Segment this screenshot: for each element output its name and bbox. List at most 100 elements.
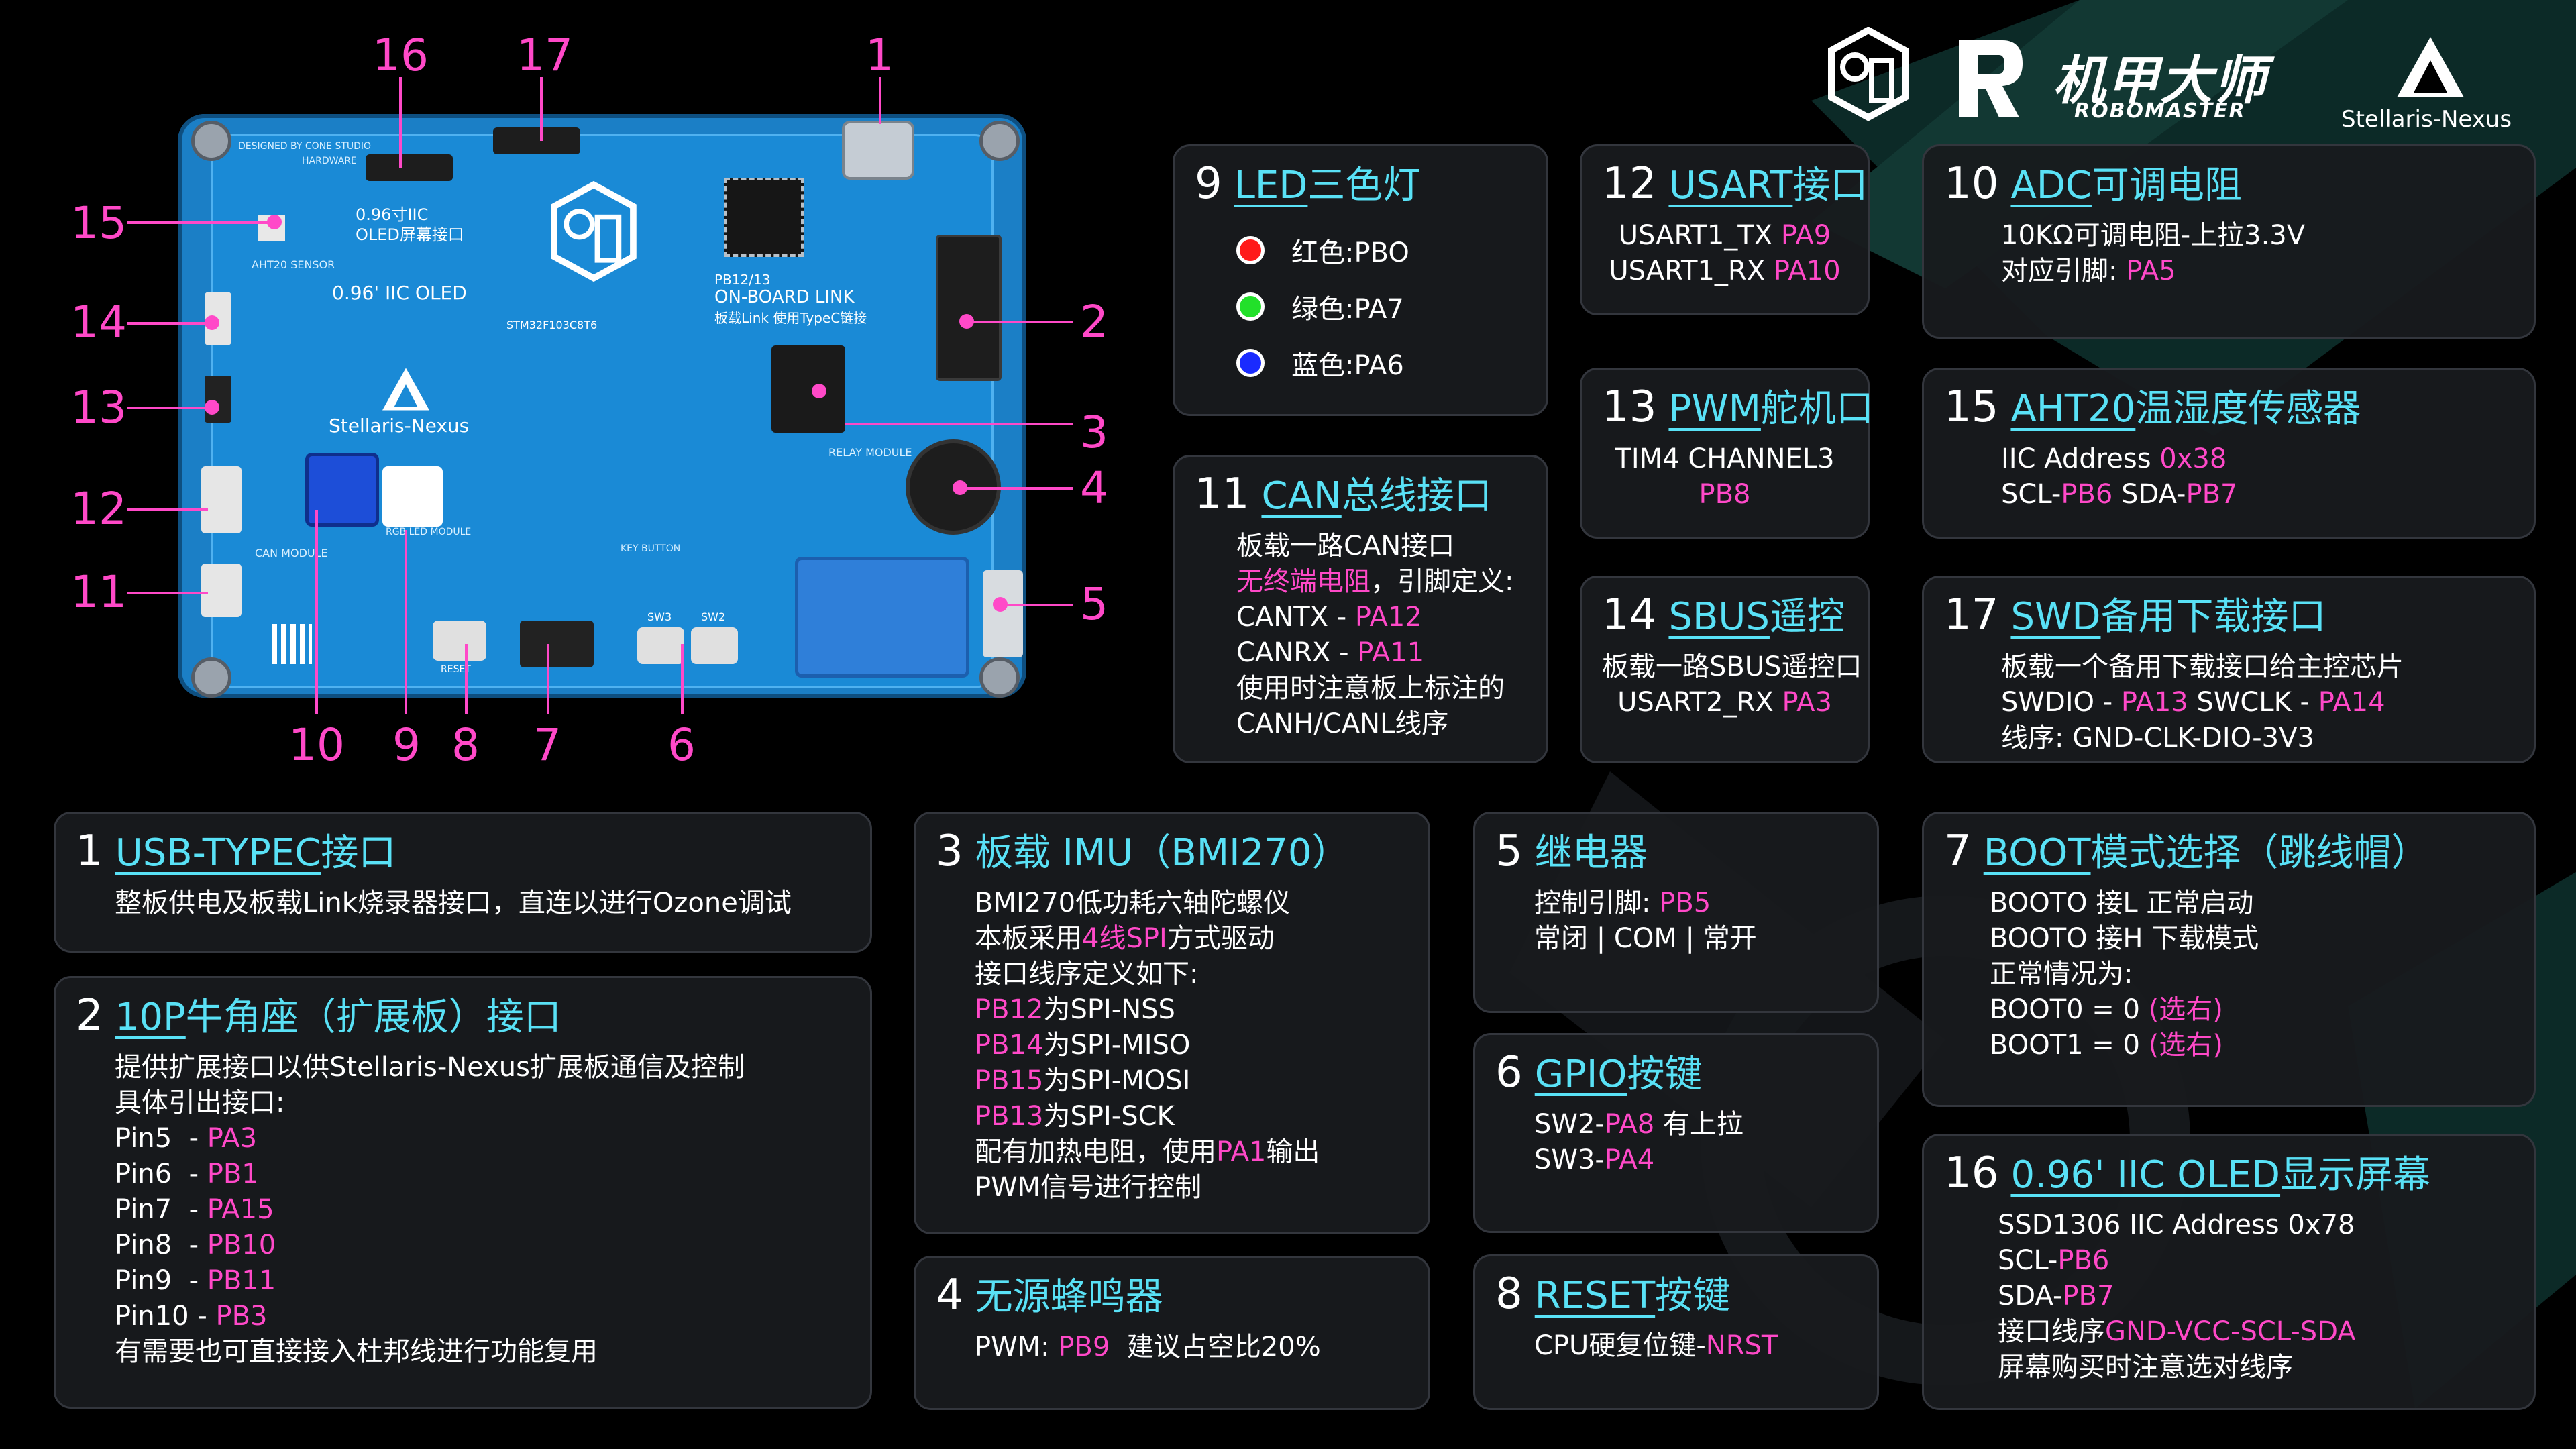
card-imu: 3 板载 IMU（BMI270） BMI270低功耗六轴陀螺仪 本板采用4线SP… — [914, 812, 1430, 1234]
rgb-led — [382, 466, 443, 527]
callout-2: 2 — [1080, 296, 1108, 347]
card-number: 3 — [936, 826, 963, 876]
callout-14: 14 — [70, 297, 127, 348]
card-line: 有需要也可直接接入杜邦线进行功能复用 — [115, 1336, 598, 1368]
callout-line-1 — [879, 77, 881, 124]
card-line: SW2-PA8 有上拉 — [1534, 1109, 1743, 1140]
card-number: 2 — [76, 991, 103, 1040]
callout-line-5 — [1000, 604, 1073, 606]
callout-line-2 — [966, 321, 1073, 323]
reset-button — [433, 621, 486, 661]
card-line: USART1_RX PA10 — [1609, 256, 1841, 287]
card-title: ADC可调电阻 — [2010, 164, 2242, 207]
callout-line-6 — [681, 644, 684, 714]
card-line: SDA-PB7 — [1998, 1281, 2114, 1312]
board-text-brand: Stellaris-Nexus — [329, 415, 470, 437]
callout-7: 7 — [533, 719, 561, 771]
imu-chip — [771, 345, 845, 433]
callout-dot-2 — [959, 314, 974, 329]
card-line: CANRX - PA11 — [1236, 637, 1425, 669]
can-connector — [201, 564, 241, 617]
card-relay: 5 继电器 控制引脚: PB5 常闭 | COM | 常开 — [1473, 812, 1879, 1013]
card-number: 15 — [1944, 382, 1999, 432]
spi-row: PB14为SPI-MISO — [975, 1030, 1191, 1061]
card-number: 8 — [1495, 1269, 1523, 1319]
card-title: USART接口 — [1668, 164, 1868, 207]
callout-5: 5 — [1080, 578, 1108, 630]
callout-8: 8 — [451, 719, 480, 771]
board-text-hw: HARDWARE — [302, 156, 357, 166]
brand-partner-text: Stellaris-Nexus — [2341, 106, 2512, 133]
card-line: SWDIO - PA13 SWCLK - PA14 — [2001, 687, 2385, 718]
card-can: 11 CAN总线接口 板载一路CAN接口 无终端电阻，引脚定义: CANTX -… — [1173, 455, 1548, 763]
spi-row: PB12为SPI-NSS — [975, 994, 1175, 1026]
screw-icon — [191, 657, 231, 698]
callout-13: 13 — [70, 382, 127, 433]
card-line: 线序: GND-CLK-DIO-3V3 — [2001, 722, 2314, 754]
callout-9: 9 — [392, 719, 421, 771]
card-sbus: 14 SBUS遥控 板载一路SBUS遥控口 USART2_RX PA3 — [1580, 576, 1870, 763]
card-line: USART2_RX PA3 — [1617, 687, 1832, 718]
brand-sub-text: ROBOMASTER — [2074, 99, 2246, 123]
card-line: 整板供电及板载Link烧录器接口，直连以进行Ozone调试 — [115, 888, 792, 919]
callout-dot-5 — [993, 597, 1008, 612]
board-text-sw3: SW3 — [647, 610, 672, 623]
card-title: GPIO按键 — [1534, 1053, 1703, 1096]
spi-row: PB15为SPI-MOSI — [975, 1065, 1191, 1097]
board-text-designed: DESIGNED BY CONE STUDIO — [238, 141, 372, 152]
pwm-connector — [205, 376, 231, 423]
led-green-row: 绿色:PA7 — [1236, 278, 1526, 335]
box-header-10p — [936, 235, 1002, 381]
card-line: PB8 — [1699, 479, 1751, 511]
board-text-key: KEY BUTTON — [621, 543, 681, 554]
card-aht20: 15 AHT20温湿度传感器 IIC Address 0x38 SCL-PB6 … — [1922, 368, 2536, 539]
card-line: USART1_TX PA9 — [1618, 220, 1831, 252]
cone-logo-icon — [1828, 27, 1909, 121]
pin-row: Pin10 - PB3 — [115, 1301, 268, 1332]
callout-dot-15 — [267, 215, 282, 229]
card-boot: 7 BOOT模式选择（跳线帽） BOOTO 接L 正常启动 BOOTO 接H 下… — [1922, 812, 2536, 1107]
board-text-can: CAN MODULE — [255, 547, 328, 559]
card-number: 10 — [1944, 159, 1999, 209]
robomaster-r-logo-icon — [1959, 40, 2023, 117]
card-title: 无源蜂鸣器 — [975, 1275, 1163, 1319]
card-line: BMI270低功耗六轴陀螺仪 — [975, 888, 1291, 919]
callout-line-3 — [845, 423, 1073, 425]
board-text-oled-cn: 0.96寸IIC — [356, 205, 429, 224]
board-text-aht: AHT20 SENSOR — [252, 258, 335, 271]
card-gpio: 6 GPIO按键 SW2-PA8 有上拉 SW3-PA4 — [1473, 1033, 1879, 1233]
board-text-sw2: SW2 — [701, 610, 726, 623]
pcb-board: DESIGNED BY CONE STUDIO HARDWARE 0.96寸II… — [178, 114, 1026, 698]
relay-terminal — [983, 570, 1023, 657]
pin-row: Pin6 - PB1 — [115, 1159, 259, 1190]
callout-line-9 — [405, 530, 407, 714]
card-number: 14 — [1602, 590, 1657, 640]
callout-4: 4 — [1080, 462, 1108, 514]
callout-10: 10 — [288, 719, 345, 771]
qr-code — [272, 624, 312, 664]
card-buzzer: 4 无源蜂鸣器 PWM: PB9 建议占空比20% — [914, 1256, 1430, 1410]
callout-line-10 — [315, 510, 318, 714]
potentiometer — [305, 453, 379, 527]
board-text-link3: 板载Link 使用TypeC链接 — [714, 310, 867, 326]
logo-bar: 机甲大师 ROBOMASTER Stellaris-Nexus — [1811, 20, 2563, 134]
card-pwm: 13 PWM舵机口 TIM4 CHANNEL3 PB8 — [1580, 368, 1874, 539]
sw2-button — [691, 627, 738, 664]
card-usb-typec: 1 USB-TYPEC接口 整板供电及板载Link烧录器接口，直连以进行Ozon… — [54, 812, 872, 953]
card-oled: 16 0.96' IIC OLED显示屏幕 SSD1306 IIC Addres… — [1922, 1134, 2536, 1410]
callout-3: 3 — [1080, 407, 1108, 458]
card-title: CAN总线接口 — [1261, 474, 1492, 518]
card-line: SW3-PA4 — [1534, 1144, 1655, 1176]
card-line: 接口线序定义如下: — [975, 959, 1199, 990]
card-line: PWM: PB9 建议占空比20% — [975, 1332, 1321, 1363]
card-line: 具体引出接口: — [115, 1087, 285, 1119]
callout-line-15 — [127, 221, 275, 224]
card-number: 17 — [1944, 590, 1999, 640]
callout-line-11 — [127, 592, 208, 594]
card-number: 12 — [1602, 159, 1657, 209]
card-number: 5 — [1495, 826, 1523, 876]
usb-typec-port — [842, 121, 914, 180]
callout-line-8 — [465, 644, 468, 714]
callout-12: 12 — [70, 483, 127, 535]
callout-line-16 — [399, 77, 402, 168]
